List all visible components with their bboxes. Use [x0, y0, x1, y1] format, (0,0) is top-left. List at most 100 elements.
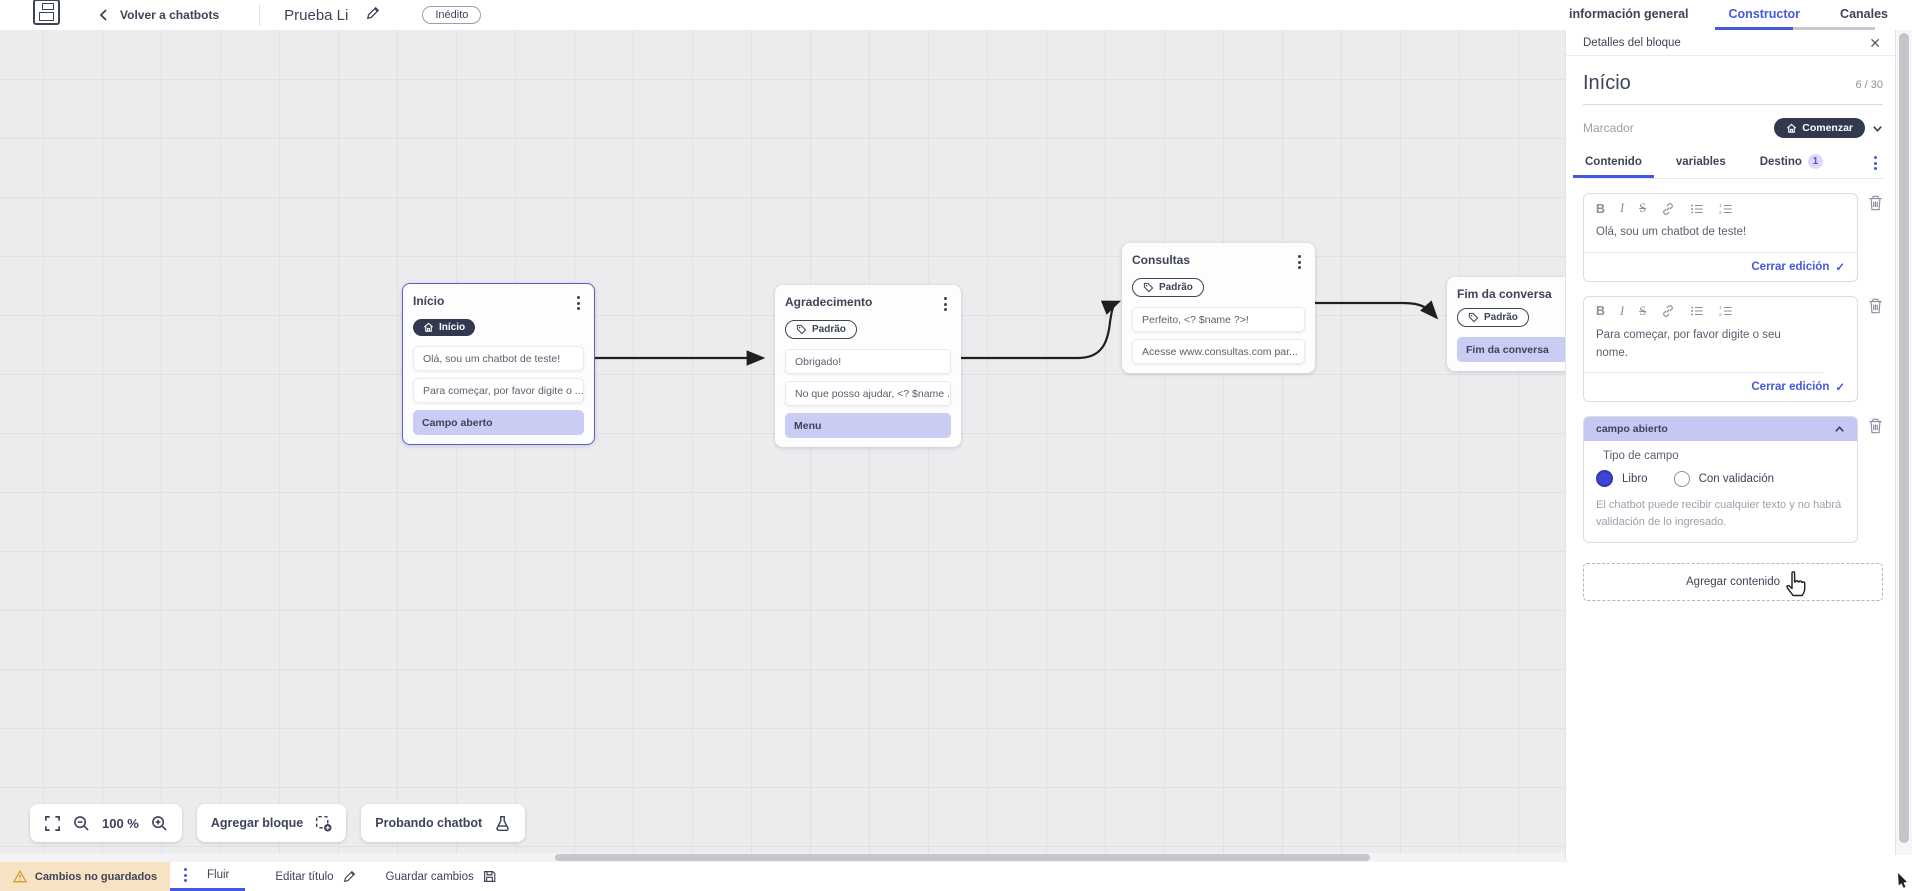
bullet-list-icon[interactable] [1690, 202, 1704, 216]
tabs-scroll-indicator [1793, 27, 1875, 30]
fullscreen-icon[interactable] [44, 815, 61, 832]
tab-contenido[interactable]: Contenido [1573, 156, 1654, 178]
node-action-row[interactable]: Fim da conversa [1457, 337, 1565, 362]
chevron-up-icon[interactable] [1834, 424, 1845, 435]
radio-unselected-icon[interactable] [1673, 470, 1690, 487]
italic-button[interactable]: I [1620, 201, 1625, 215]
edit-title-button[interactable]: Editar título [275, 862, 355, 891]
node-message-row[interactable]: Acesse www.consultas.com par... [1132, 339, 1305, 364]
name-char-counter: 6 / 30 [1855, 79, 1883, 91]
trash-icon[interactable] [1868, 195, 1883, 216]
edit-title-icon[interactable] [366, 6, 380, 25]
trash-icon[interactable] [1868, 298, 1883, 319]
kebab-menu-icon[interactable] [940, 295, 951, 313]
node-message-row[interactable]: Obrigado! [785, 349, 951, 374]
node-message-row[interactable]: Para começar, por favor digite o ... [413, 378, 584, 403]
check-icon: ✓ [1835, 261, 1845, 274]
check-icon: ✓ [1835, 382, 1845, 395]
bullet-list-icon[interactable] [1690, 304, 1704, 318]
node-badge: Padrão [1457, 308, 1529, 327]
editor-text-input[interactable]: Para começar, por favor digite o seu nom… [1584, 322, 1824, 374]
field-type-label: Tipo de campo [1603, 450, 1679, 463]
connector-agradecimento-consultas [960, 300, 1122, 360]
vertical-scrollbar[interactable] [1895, 30, 1912, 855]
numbered-list-icon[interactable]: 12 [1719, 202, 1733, 216]
tab-destino[interactable]: Destino 1 [1758, 154, 1825, 178]
editor-text-input[interactable]: Olá, sou um chatbot de teste! [1584, 219, 1857, 253]
top-bar: Volver a chatbots Prueba Li Inédito info… [0, 0, 1912, 30]
field-help-text: El chatbot puede recibir cualquier texto… [1596, 499, 1842, 528]
close-edit-button[interactable]: Cerrar edición✓ [1751, 260, 1845, 274]
numbered-list-icon[interactable]: 12 [1719, 304, 1733, 318]
italic-button[interactable]: I [1620, 303, 1625, 318]
zoom-out-icon[interactable] [73, 815, 90, 832]
back-to-chatbots-button[interactable]: Volver a chatbots [98, 8, 219, 22]
chevron-left-icon [99, 9, 107, 21]
home-icon [424, 322, 433, 332]
flow-tab-kebab-icon[interactable] [180, 866, 191, 884]
pencil-icon [343, 870, 355, 883]
tab-informacion-general[interactable]: información general [1569, 6, 1689, 21]
kebab-menu-icon[interactable] [1294, 253, 1305, 271]
test-chatbot-button[interactable]: Probando chatbot [361, 804, 526, 842]
chevron-down-icon[interactable] [1872, 123, 1883, 134]
node-consultas[interactable]: Consultas Padrão Perfeito, <? $name ?>! … [1122, 243, 1315, 373]
link-icon[interactable] [1661, 202, 1675, 216]
panel-kebab-icon[interactable] [1870, 154, 1881, 172]
kebab-menu-icon[interactable] [573, 294, 584, 312]
block-name-input[interactable]: Início [1583, 72, 1631, 94]
block-details-panel: Detalles del bloque ✕ Início 6 / 30 Marc… [1565, 30, 1895, 891]
horizontal-scrollbar-thumb[interactable] [555, 854, 1370, 861]
tag-icon [1468, 312, 1479, 323]
strikethrough-button[interactable]: S [1639, 303, 1647, 318]
node-fim-da-conversa[interactable]: Fim da conversa Padrão Fim da conversa [1447, 277, 1565, 371]
node-message-row[interactable]: Olá, sou um chatbot de teste! [413, 346, 584, 371]
node-action-row[interactable]: Campo aberto [413, 410, 584, 435]
zoom-level: 100 % [102, 815, 139, 831]
home-icon [1787, 123, 1797, 133]
node-message-row[interactable]: Perfeito, <? $name ?>! [1132, 307, 1305, 332]
svg-text:1: 1 [1719, 202, 1722, 208]
horizontal-scrollbar[interactable] [0, 853, 1565, 862]
link-icon[interactable] [1661, 304, 1675, 318]
save-changes-button[interactable]: Guardar cambios [386, 862, 496, 891]
bold-button[interactable]: B [1596, 304, 1606, 319]
node-badge: Início [413, 319, 476, 336]
flow-tab-label: Fluir [207, 869, 230, 881]
vertical-scrollbar-thumb[interactable] [1899, 33, 1909, 843]
unsaved-changes-banner: Cambios no guardados [0, 862, 170, 891]
floppy-save-icon [483, 871, 496, 882]
resize-corner-arrow-icon [1898, 873, 1907, 888]
radio-selected-icon[interactable] [1596, 470, 1613, 488]
strikethrough-button[interactable]: S [1639, 201, 1647, 215]
flow-tab[interactable]: Fluir [170, 862, 246, 891]
node-title: Agradecimento [785, 295, 873, 309]
node-message-row[interactable]: No que posso ajudar, <? $name ... [785, 381, 951, 406]
bold-button[interactable]: B [1596, 201, 1606, 216]
tab-canales[interactable]: Canales [1840, 6, 1888, 21]
open-field-header[interactable]: campo abierto [1584, 417, 1857, 442]
node-action-row[interactable]: Menu [785, 413, 951, 438]
node-inicio[interactable]: Início Início Olá, sou um chatbot de tes… [402, 283, 595, 445]
close-icon[interactable]: ✕ [1869, 34, 1881, 51]
node-agradecimento[interactable]: Agradecimento Padrão Obrigado! No que po… [775, 285, 961, 447]
tab-constructor[interactable]: Constructor [1714, 1, 1814, 30]
marker-value-badge[interactable]: Comenzar [1774, 118, 1865, 138]
tab-variables[interactable]: variables [1675, 155, 1726, 168]
flow-canvas[interactable]: Início Início Olá, sou um chatbot de tes… [0, 30, 1565, 855]
zoom-in-icon[interactable] [151, 815, 168, 832]
flow-connectors [595, 300, 1439, 366]
trash-icon[interactable] [1868, 418, 1883, 439]
close-edit-button[interactable]: Cerrar edición✓ [1751, 381, 1845, 395]
back-label: Volver a chatbots [120, 8, 220, 22]
add-block-button[interactable]: Agregar bloque [196, 804, 347, 842]
radio-libro[interactable]: Libro [1596, 470, 1648, 488]
panel-title: Detalles del bloque [1583, 36, 1681, 49]
node-title: Consultas [1132, 253, 1191, 267]
radio-con-validacion[interactable]: Con validación [1673, 470, 1774, 487]
main-tabs: información general Constructor Canales [1567, 0, 1890, 30]
add-content-button[interactable]: Agregar contenido [1583, 563, 1883, 602]
